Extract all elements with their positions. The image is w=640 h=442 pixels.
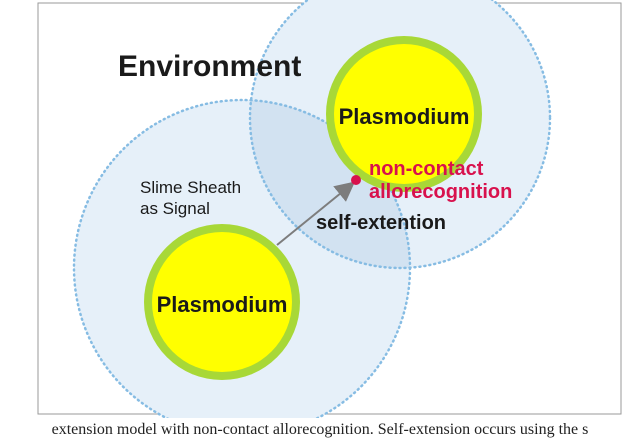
diagram-canvas: Environment Plasmodium Plasmodium Slime … (37, 0, 622, 438)
bottom-plasmodium (152, 232, 292, 372)
top-plasmodium (334, 44, 474, 184)
self-extension-label: self-extention (316, 212, 446, 234)
contact-point (351, 175, 361, 185)
bottom-plasmodium-label: Plasmodium (157, 292, 288, 317)
figure-caption: extension model with non-contact allorec… (51, 421, 589, 438)
top-sheath-border (248, 0, 552, 270)
top-plasmodium-label: Plasmodium (339, 104, 470, 129)
sheath-label-line1: Slime Sheath (140, 178, 241, 197)
self-extension-arrow (276, 181, 356, 246)
environment-label: Environment (118, 50, 301, 83)
sheath-overlap (250, 100, 410, 268)
interaction-label-line1: non-contact (369, 158, 484, 180)
sheath-label-line2: as Signal (140, 199, 210, 218)
interaction-label-line2: allorecognition (369, 181, 512, 203)
